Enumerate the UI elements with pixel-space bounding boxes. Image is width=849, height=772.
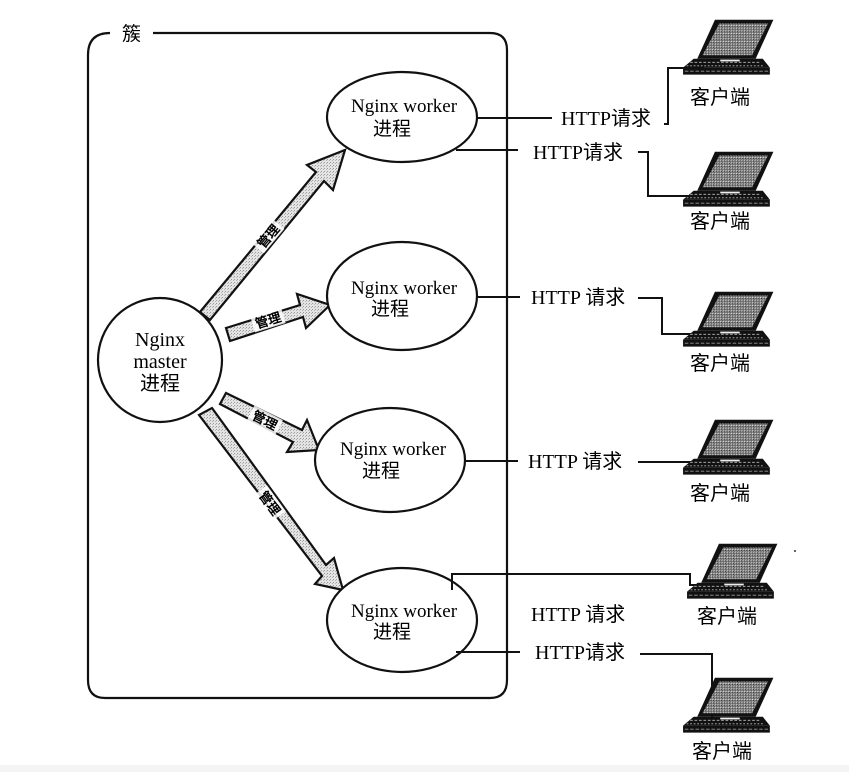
cluster-label: 簇	[122, 23, 141, 45]
manage-arrow-2: 管理	[224, 292, 333, 343]
laptop-icon	[682, 151, 774, 208]
stray-dot	[794, 550, 796, 552]
http-request-label: HTTP 请求	[528, 450, 622, 473]
svg-text:Nginx worker: Nginx worker	[351, 601, 458, 622]
http-request-label: HTTP请求	[533, 141, 623, 164]
svg-text:客户端: 客户端	[697, 604, 757, 628]
master-line2: master	[133, 351, 187, 373]
svg-text:客户端: 客户端	[690, 85, 750, 109]
svg-text:客户端: 客户端	[690, 481, 750, 505]
worker-node-2: Nginx worker 进程	[325, 240, 479, 352]
laptop-icon	[686, 543, 778, 600]
client-2: 客户端	[682, 151, 774, 233]
http-request-label: HTTP 请求	[531, 286, 625, 309]
manage-arrow-1: 管理	[198, 148, 347, 322]
laptop-icon	[682, 677, 774, 734]
client-5: 客户端	[686, 543, 778, 628]
manage-label: 管理	[254, 310, 284, 333]
worker-node-4: Nginx worker 进程	[325, 566, 479, 674]
svg-text:进程: 进程	[362, 460, 400, 482]
client-1: 客户端	[682, 19, 774, 109]
http-request-label: HTTP请求	[561, 107, 651, 130]
laptop-icon	[682, 19, 774, 76]
svg-text:Nginx worker: Nginx worker	[351, 278, 458, 299]
laptop-icon	[682, 419, 774, 476]
client-4: 客户端	[682, 419, 774, 505]
laptop-icon	[682, 291, 774, 348]
master-line3: 进程	[140, 371, 180, 395]
svg-text:进程: 进程	[373, 118, 411, 140]
svg-text:Nginx worker: Nginx worker	[340, 439, 447, 460]
http-request-labels: HTTP请求 HTTP请求 HTTP 请求 HTTP 请求 HTTP 请求 HT…	[528, 107, 651, 664]
client-6: 客户端	[682, 677, 774, 763]
http-request-label: HTTP 请求	[531, 603, 625, 626]
svg-text:客户端: 客户端	[690, 209, 750, 233]
svg-text:客户端: 客户端	[692, 739, 752, 763]
master-node: Nginx master 进程	[96, 296, 224, 424]
cluster-box: 簇	[86, 20, 509, 700]
worker-node-1: Nginx worker 进程	[325, 70, 479, 164]
svg-text:Nginx worker: Nginx worker	[351, 96, 458, 117]
worker-node-3: Nginx worker 进程	[313, 406, 467, 514]
master-line1: Nginx	[135, 329, 185, 351]
manage-arrow-3: 管理	[218, 391, 321, 454]
http-request-label: HTTP请求	[535, 641, 625, 664]
bottom-strip	[0, 765, 849, 772]
manage-arrow-4: 管理	[197, 406, 345, 592]
svg-text:客户端: 客户端	[690, 351, 750, 375]
svg-text:进程: 进程	[371, 298, 409, 320]
client-3: 客户端	[682, 291, 774, 375]
svg-text:进程: 进程	[373, 621, 411, 643]
